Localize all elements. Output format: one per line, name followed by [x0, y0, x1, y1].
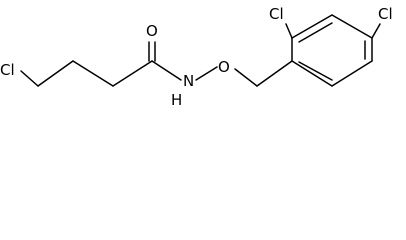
- bond-o-ch2: [234, 68, 258, 87]
- atom-label-o-carbonyl: O: [146, 22, 158, 40]
- ring-bond-3: [331, 14, 373, 39]
- atom-label-cl-chain: Cl: [0, 61, 15, 79]
- bond-c3-carbonyl: [112, 60, 153, 87]
- bond-cl-c1: [20, 70, 39, 87]
- ring-inner-double-3: [298, 61, 333, 81]
- atom-label-o-ether: O: [218, 58, 230, 76]
- bond-ch2-ring: [256, 60, 293, 87]
- chemical-structure-diagram: Cl O N H O Cl Cl: [0, 5, 393, 109]
- ring-bond-6: [291, 60, 333, 87]
- atom-label-h-amide: H: [171, 91, 182, 109]
- atom-label-cl-ring-ortho: Cl: [269, 5, 284, 23]
- ring-bond-2: [291, 14, 333, 39]
- ring-inner-double-1: [298, 22, 333, 43]
- bond-c1-c2: [37, 60, 74, 87]
- bond-c2-c3: [72, 60, 114, 87]
- atom-label-n-amide: N: [183, 72, 194, 90]
- ring-bond-5: [331, 60, 373, 87]
- atom-label-cl-ring-para: Cl: [378, 5, 393, 23]
- bond-carbonyl-n: [151, 60, 182, 81]
- bond-ring-cl-para: [371, 23, 381, 39]
- bond-n-o: [195, 66, 218, 81]
- bond-ring-cl-ortho: [285, 23, 293, 39]
